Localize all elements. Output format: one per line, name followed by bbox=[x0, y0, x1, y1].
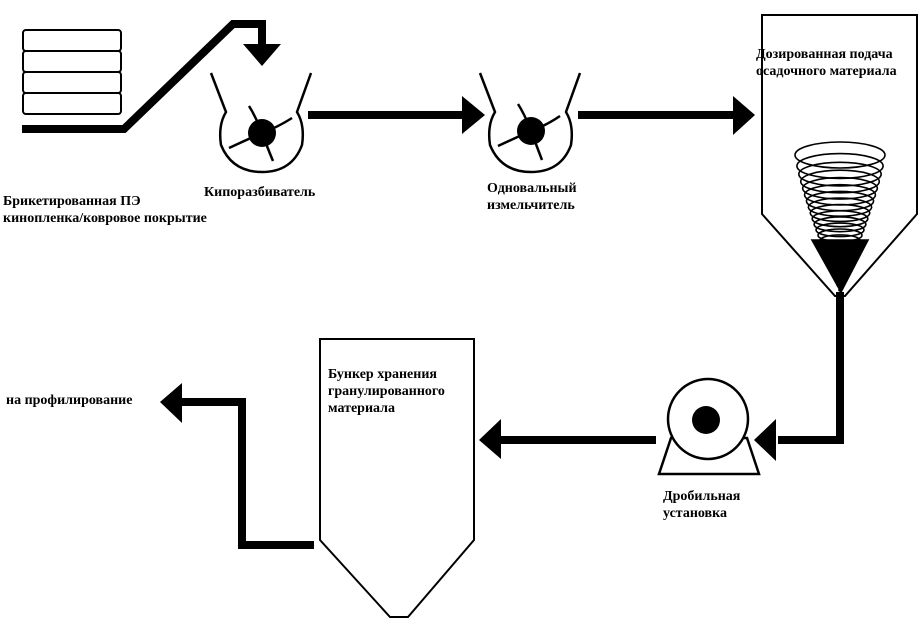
dosing-hopper-icon bbox=[761, 14, 918, 440]
spiral-coil bbox=[813, 216, 867, 233]
label-line: Бункер хранения bbox=[328, 367, 437, 382]
bales-icon bbox=[22, 29, 122, 115]
grinder-icon bbox=[657, 377, 761, 476]
label-storage-bin: Бункер хранения гранулированного материа… bbox=[328, 366, 445, 417]
label-line: Дозированная подача bbox=[756, 47, 893, 62]
arrowhead-right-icon bbox=[733, 96, 755, 135]
arrowhead-down-icon bbox=[243, 44, 281, 66]
spiral-tip bbox=[810, 239, 870, 294]
label-dosing-hopper: Дозированная подача осадочного материала bbox=[756, 46, 897, 80]
arrowhead-left-icon bbox=[754, 419, 776, 461]
edge-shredder-to-hopper bbox=[578, 96, 755, 135]
spiral-coil bbox=[807, 197, 873, 217]
spiral-coil bbox=[799, 169, 881, 194]
label-line: Одновальный bbox=[487, 181, 577, 196]
arrowhead-left-icon bbox=[160, 383, 182, 423]
label-line: Брикетированная ПЭ bbox=[3, 194, 141, 209]
label-line: измельчитель bbox=[487, 198, 575, 213]
label-line: Дробильная bbox=[663, 489, 741, 504]
shredder-icon bbox=[478, 72, 582, 174]
label-line: материала bbox=[328, 401, 395, 416]
arrowhead-left-icon bbox=[479, 419, 501, 459]
label-grinder: Дробильная установка bbox=[663, 488, 740, 522]
label-bales: Брикетированная ПЭ кинопленка/ковровое п… bbox=[3, 193, 207, 227]
label-line: кинопленка/ковровое покрытие bbox=[3, 211, 207, 226]
edge-bin-to-output bbox=[160, 383, 314, 549]
label-output: на профилирование bbox=[6, 392, 132, 409]
spiral-coil bbox=[815, 222, 865, 238]
arrowhead-right-icon bbox=[462, 96, 485, 134]
storage-bin-icon bbox=[319, 338, 475, 618]
spiral-coil bbox=[796, 152, 884, 180]
label-shredder: Одновальный измельчитель bbox=[487, 180, 577, 214]
spiral-coil bbox=[811, 210, 869, 228]
bale-breaker-icon bbox=[209, 72, 313, 174]
spiral-coil bbox=[809, 203, 871, 223]
label-line: на профилирование bbox=[6, 393, 133, 408]
label-bale-breaker: Кипоразбиватель bbox=[204, 184, 315, 201]
spiral-coil bbox=[801, 176, 879, 200]
spiral-feeder-icon bbox=[794, 141, 886, 294]
edge-breaker-to-shredder bbox=[308, 96, 485, 134]
label-line: гранулированного bbox=[328, 384, 445, 399]
label-line: установка bbox=[663, 506, 727, 521]
label-line: осадочного материала bbox=[756, 64, 897, 79]
spiral-coil bbox=[794, 141, 886, 169]
spiral-coil bbox=[798, 161, 882, 187]
label-line: Кипоразбиватель bbox=[204, 185, 316, 200]
edge-grinder-to-bin bbox=[479, 419, 656, 459]
edge-bales-to-breaker bbox=[22, 20, 281, 133]
edge-hopper-to-grinder bbox=[754, 419, 844, 461]
